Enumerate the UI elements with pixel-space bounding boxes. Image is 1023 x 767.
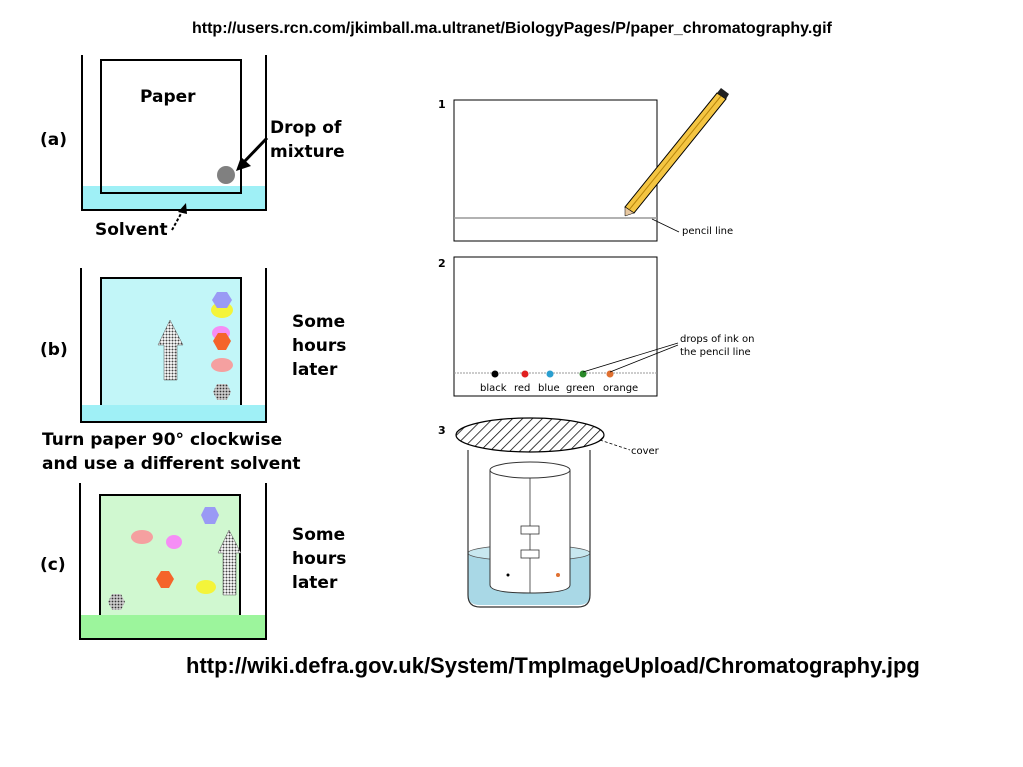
panel-c: (c) Some hours later <box>40 483 346 640</box>
drops-label-1: drops of ink on <box>680 334 754 345</box>
note-c-3: later <box>292 573 338 593</box>
note-c-2: hours <box>292 549 346 569</box>
ink-dot-black <box>491 370 499 378</box>
solvent-b <box>81 405 266 422</box>
drops-label-2: the pencil line <box>680 347 751 358</box>
drop-arrow-head <box>236 157 251 171</box>
panel-b: (b) Some hours later <box>40 268 346 423</box>
paper-label: Paper <box>140 87 196 107</box>
tag-a: (a) <box>40 130 67 150</box>
note-b-2: hours <box>292 336 346 356</box>
turn-note-1: Turn paper 90° clockwise <box>42 430 282 450</box>
right-chromatography-diagram: 1 pencil line 2 drops of ink on <box>438 88 754 608</box>
mixture-drop <box>217 166 235 184</box>
ink-dot-green <box>579 370 587 378</box>
paper-a <box>100 59 242 194</box>
ink-label-orange: orange <box>603 383 638 394</box>
up-arrow-b <box>157 319 184 381</box>
beaker-c <box>79 483 267 640</box>
solvent-c <box>80 615 266 639</box>
step-1: 1 pencil line <box>438 88 733 242</box>
bottom-source-url[interactable]: http://wiki.defra.gov.uk/System/TmpImage… <box>186 653 920 678</box>
left-chromatography-diagram: Paper Drop of mixture Solvent (a) (b) So… <box>40 55 346 640</box>
step-1-number: 1 <box>438 98 446 111</box>
ink-dot-orange <box>606 370 614 378</box>
ink-label-black: black <box>480 383 507 394</box>
jar-body <box>467 450 591 608</box>
drop-label-2: mixture <box>270 142 345 162</box>
solvent-label: Solvent <box>95 220 168 240</box>
ink-label-green: green <box>566 383 595 394</box>
pencil-icon <box>624 88 729 217</box>
clip-lower <box>520 549 540 559</box>
solvent-a <box>82 186 266 210</box>
ink-dot-red <box>521 370 529 378</box>
ink-label-red: red <box>514 383 530 394</box>
step-3-number: 3 <box>438 424 446 437</box>
solvent-arrow-head <box>178 203 187 214</box>
drop-label-1: Drop of <box>270 118 342 138</box>
pencil-line-label: pencil line <box>682 226 733 237</box>
cover-lid <box>455 417 605 453</box>
panel-a: Paper Drop of mixture Solvent (a) <box>40 55 345 240</box>
note-c-1: Some <box>292 525 345 545</box>
note-b-1: Some <box>292 312 345 332</box>
clip-upper <box>520 525 540 535</box>
ink-dot-blue <box>546 370 554 378</box>
note-b-3: later <box>292 360 338 380</box>
step-2-number: 2 <box>438 257 446 270</box>
tag-c: (c) <box>40 555 66 575</box>
beaker-a <box>81 55 267 211</box>
turn-note-2: and use a different solvent <box>42 454 301 474</box>
up-arrow-c <box>217 529 242 596</box>
top-source-url[interactable]: http://users.rcn.com/jkimball.ma.ultrane… <box>192 20 832 37</box>
cover-label: cover <box>631 446 660 457</box>
beaker-b <box>80 268 267 423</box>
ink-label-blue: blue <box>538 383 560 394</box>
step-3: 3 cover <box>438 417 660 608</box>
step-2: 2 drops of ink on the pencil line black … <box>438 256 754 397</box>
tag-b: (b) <box>40 340 68 360</box>
